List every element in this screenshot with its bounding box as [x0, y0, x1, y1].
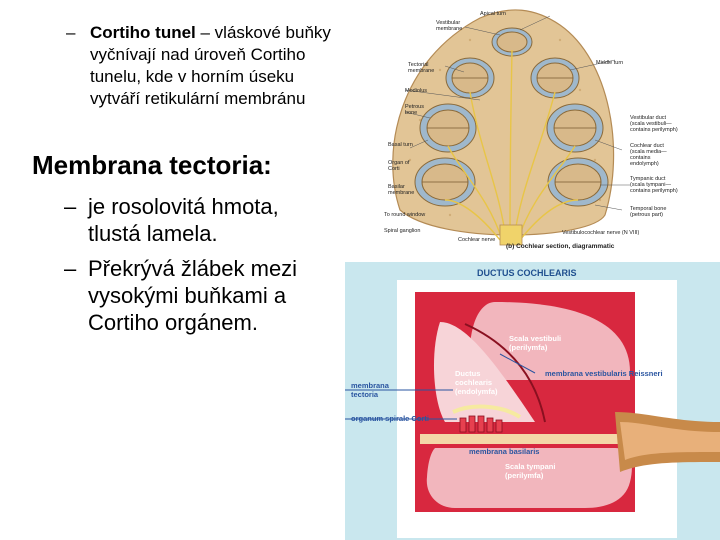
label-membrana-basilaris: membrana basilaris: [469, 447, 540, 456]
label-scala-tympani: Scala tympani (perilymfa): [505, 462, 556, 480]
label-vestibulocochlear-nerve: Vestibulocochlear nerve (N VIII): [562, 230, 640, 236]
label-scala-vestibuli: Scala vestibuli (perilymfa): [509, 334, 562, 352]
label-basilar-membrane: Basilar membrane: [388, 184, 415, 196]
label-ductus-cochlearis: Ductus cochlearis (endolymfa): [455, 369, 498, 396]
bullet-description: – vláskové buňky vyčnívají nad úroveň Co…: [90, 23, 331, 108]
label-temporal-bone: Temporal bone (petrous part): [630, 206, 667, 218]
label-modiolus: Modiolus: [405, 88, 428, 94]
label-cochlear-duct: Cochlear duct (scala media— contains end…: [630, 143, 667, 167]
label-membrana-tectoria: membrana tectoria: [351, 381, 389, 399]
label-organum-spirale: organum spirale Corti: [351, 414, 429, 423]
label-basal-turn: Basal turn: [388, 142, 413, 148]
figure-caption: (b) Cochlear section, diagrammatic: [506, 243, 615, 250]
label-organ-of-corti: Organ of Corti: [388, 160, 410, 172]
label-round-window: To round window: [384, 212, 426, 218]
label-spiral-ganglion: Spiral ganglion: [384, 228, 421, 234]
cochlea-illustration: [392, 9, 630, 246]
heading-membrana-tectoria: Membrana tectoria:: [32, 150, 272, 180]
sub-bullet-dash: –: [64, 194, 77, 219]
label-vestibular-duct: Vestibular duct (scala vestibuli— contai…: [630, 115, 678, 133]
label-cochlear-nerve: Cochlear nerve: [458, 237, 496, 243]
sub-bullet-2: – Překrývá žlábek mezi vysokými buňkami …: [64, 255, 334, 336]
sub-bullet-dash: –: [64, 256, 77, 281]
label-petrous-bone: Petrous bone: [405, 104, 424, 116]
sub-bullet-1: – je rosolovitá hmota, tlustá lamela.: [64, 193, 334, 247]
ductus-illustration: [345, 280, 720, 538]
bullet-cortiho-tunel: – Cortiho tunel – vláskové buňky vyčníva…: [66, 22, 346, 110]
diagram-title: DUCTUS COCHLEARIS: [477, 268, 577, 278]
label-middle-turn: Middle turn: [596, 60, 624, 66]
label-apical-turn: Apical turn: [480, 11, 506, 17]
bullet-bold-term: Cortiho tunel: [90, 23, 196, 42]
cochlear-section-diagram: Apical turn Vestibular membrane Tectoria…: [360, 0, 720, 258]
label-vestibular-membrane: Vestibular membrane: [436, 20, 463, 32]
sub-bullet-text: je rosolovitá hmota, tlustá lamela.: [88, 194, 279, 246]
label-membrana-vestibularis: membrana vestibularis Reissneri: [545, 369, 663, 378]
label-tympanic-duct: Tympanic duct (scala tympani— contains p…: [630, 176, 678, 194]
bullet-dash: –: [66, 23, 76, 42]
label-tectorial-membrane: Tectorial membrane: [408, 62, 435, 74]
ductus-cochlearis-diagram: DUCTUS COCHLEARIS Scala: [345, 262, 720, 540]
sub-bullet-text: Překrývá žlábek mezi vysokými buňkami a …: [88, 256, 298, 335]
